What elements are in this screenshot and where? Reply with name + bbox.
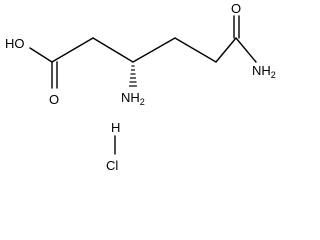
bond-c4-c5 xyxy=(174,37,217,63)
structural-formula: HO O O NH2 NH2 H Cl xyxy=(5,1,276,173)
salt-chlorine-label: Cl xyxy=(106,158,118,173)
bond-c2-c3 xyxy=(92,37,134,63)
molecule-canvas: HO O O NH2 NH2 H Cl xyxy=(5,1,276,173)
bond-c5-c6 xyxy=(215,37,237,63)
amide-oxygen-label: O xyxy=(231,1,241,16)
bond-hydroxyl xyxy=(29,47,53,63)
amine-subscript: 2 xyxy=(140,97,145,107)
carboxyl-oxygen-label: O xyxy=(49,92,59,107)
bond-c3-c4 xyxy=(132,37,176,63)
amide-amine-label: NH2 xyxy=(252,63,276,80)
salt-hydrogen-label: H xyxy=(111,120,120,135)
bond-c1-c2 xyxy=(51,37,94,63)
bond-amide-n xyxy=(235,37,257,63)
hashed-wedge-bond xyxy=(129,65,137,87)
amide-amine-nh: NH xyxy=(252,63,271,78)
hydroxyl-label: HO xyxy=(5,36,25,51)
amine-nh: NH xyxy=(121,90,140,105)
amine-label: NH2 xyxy=(121,90,145,107)
carbon-skeleton xyxy=(29,15,257,89)
amide-amine-subscript: 2 xyxy=(271,70,276,80)
